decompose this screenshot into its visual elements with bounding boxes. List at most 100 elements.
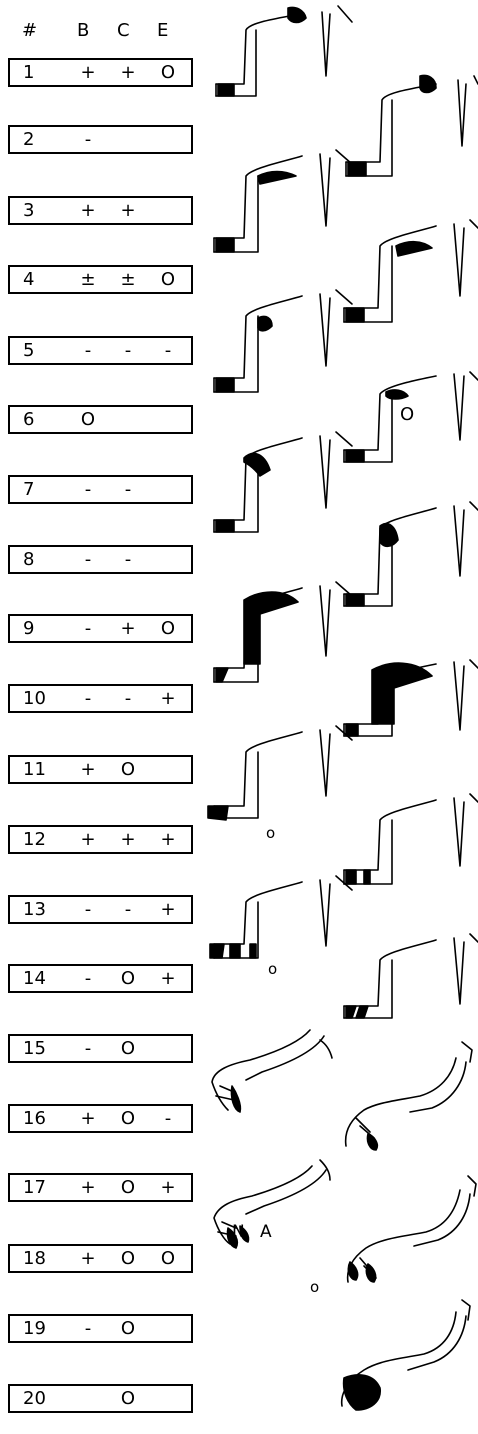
hindlimb-illustration	[346, 1042, 472, 1150]
table-row: 20 O	[8, 1384, 193, 1413]
row-number: 9	[23, 618, 34, 640]
cell-b: -	[73, 479, 103, 501]
cell-b: -	[73, 340, 103, 362]
cell-c: O	[113, 968, 143, 990]
cell-e: +	[153, 688, 183, 710]
table-row: 16 + O -	[8, 1104, 193, 1133]
row-number: 17	[23, 1177, 46, 1199]
forelimb-illustration	[214, 432, 352, 532]
cell-b: -	[73, 618, 103, 640]
forelimb-illustration	[216, 6, 352, 96]
cell-c: -	[113, 899, 143, 921]
row-number: 11	[23, 759, 46, 781]
row-number: 20	[23, 1388, 46, 1410]
forelimb-illustration	[344, 660, 478, 736]
hindlimb-illustration	[212, 1030, 332, 1112]
header-index-label: #	[22, 20, 37, 42]
forelimb-illustration	[346, 76, 478, 177]
table-row: 3 + +	[8, 196, 193, 225]
row-number: 19	[23, 1318, 46, 1340]
header-col-b: B	[77, 20, 89, 42]
cell-e: +	[153, 1177, 183, 1199]
row-number: 2	[23, 129, 34, 151]
cell-c: +	[113, 829, 143, 851]
limb-illustrations: O o o o	[200, 0, 478, 1434]
cell-b: +	[73, 1108, 103, 1130]
cell-e: +	[153, 899, 183, 921]
cell-b: +	[73, 200, 103, 222]
cell-c: -	[113, 549, 143, 571]
forelimb-illustration	[214, 150, 352, 252]
forelimb-illustration	[344, 934, 478, 1018]
forelimb-illustration	[208, 726, 352, 820]
row-number: 7	[23, 479, 34, 501]
table-row: 12 + + +	[8, 825, 193, 854]
cell-c: O	[113, 1388, 143, 1410]
cell-e: O	[153, 618, 183, 640]
illustration-o-mark: o	[310, 1278, 319, 1296]
cell-c: -	[113, 479, 143, 501]
cell-b: -	[73, 129, 103, 151]
table-row: 17 + O +	[8, 1173, 193, 1202]
row-number: 14	[23, 968, 46, 990]
row-number: 12	[23, 829, 46, 851]
cell-b: -	[73, 899, 103, 921]
forelimb-illustration	[344, 794, 478, 884]
cell-b: +	[73, 829, 103, 851]
cell-c: O	[113, 1248, 143, 1270]
hindlimb-illustration	[348, 1176, 476, 1282]
hindlimb-illustration	[342, 1300, 470, 1410]
table-row: 18 + O O	[8, 1244, 193, 1273]
row-number: 15	[23, 1038, 46, 1060]
row-number: 6	[23, 409, 34, 431]
row-number: 3	[23, 200, 34, 222]
table-row: 10 - - +	[8, 684, 193, 713]
table-row: 5 - - -	[8, 336, 193, 365]
cell-e: +	[153, 829, 183, 851]
row-number: 5	[23, 340, 34, 362]
row-number: 1	[23, 62, 34, 84]
cell-e: O	[153, 269, 183, 291]
header-col-e: E	[157, 20, 168, 42]
cell-c: O	[113, 1038, 143, 1060]
na-label-n: N	[232, 1222, 245, 1242]
cell-b: -	[73, 688, 103, 710]
table-row: 19 - O	[8, 1314, 193, 1343]
illustration-o-mark: o	[268, 960, 277, 978]
row-number: 10	[23, 688, 46, 710]
na-label-a: A	[260, 1222, 272, 1242]
row-number: 13	[23, 899, 46, 921]
cell-e: O	[153, 1248, 183, 1270]
forelimb-illustration	[344, 502, 478, 606]
table-row: 8 - -	[8, 545, 193, 574]
cell-c: O	[113, 1177, 143, 1199]
row-number: 16	[23, 1108, 46, 1130]
row-number: 18	[23, 1248, 46, 1270]
table-row: 9 - + O	[8, 614, 193, 643]
header-col-c: C	[117, 20, 130, 42]
cell-c: +	[113, 200, 143, 222]
table-row: 2 -	[8, 125, 193, 154]
cell-c: ±	[113, 269, 143, 291]
cell-c: O	[113, 1318, 143, 1340]
forelimb-illustration	[210, 876, 352, 958]
forelimb-illustration	[344, 220, 478, 322]
cell-c: -	[113, 688, 143, 710]
cell-b: -	[73, 1318, 103, 1340]
cell-b: +	[73, 62, 103, 84]
illustration-o-mark: O	[400, 404, 414, 425]
cell-b: +	[73, 1248, 103, 1270]
cell-b: -	[73, 549, 103, 571]
table-row: 13 - - +	[8, 895, 193, 924]
cell-b: +	[73, 759, 103, 781]
cell-e: O	[153, 62, 183, 84]
cell-e: -	[153, 340, 183, 362]
row-number: 4	[23, 269, 34, 291]
cell-c: -	[113, 340, 143, 362]
cell-c: O	[113, 1108, 143, 1130]
table-row: 11 + O	[8, 755, 193, 784]
table-row: 6 O	[8, 405, 193, 434]
row-number: 8	[23, 549, 34, 571]
cell-b: +	[73, 1177, 103, 1199]
table-row: 7 - -	[8, 475, 193, 504]
